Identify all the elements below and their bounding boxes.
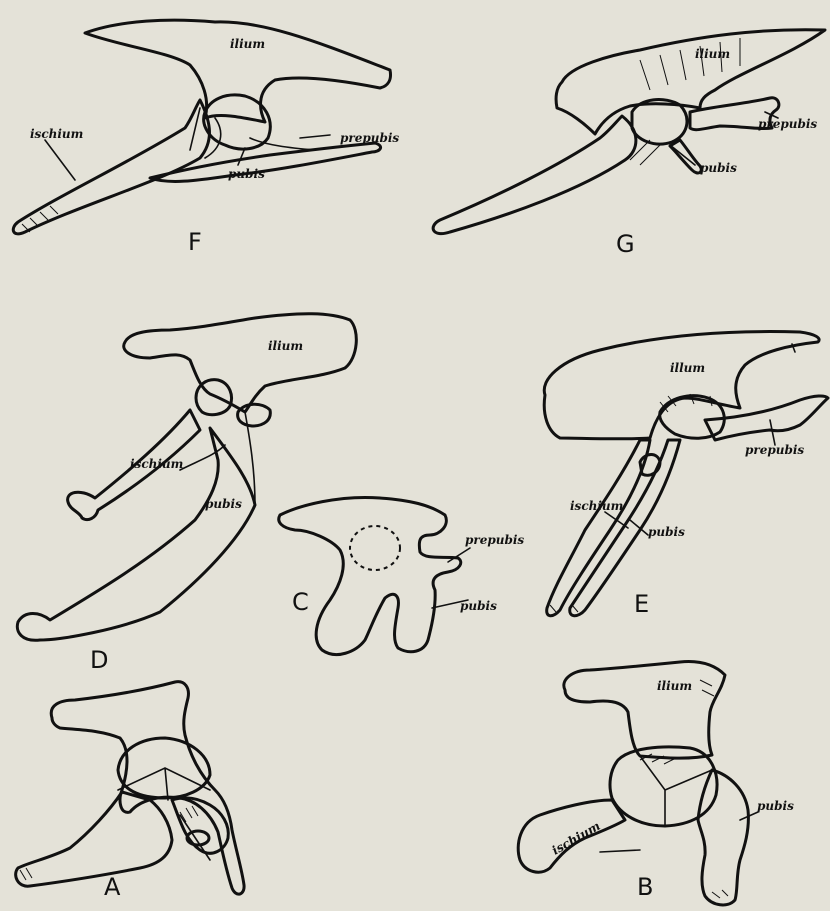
figure-g-pubis [670,140,701,173]
figure-e-label-ilium: illum [670,361,705,375]
figure-g-letter: G [616,230,635,258]
figure-e: illum prepubis ischium pubis E [544,332,828,618]
figure-e-acetabulum [660,396,725,439]
figure-f-label-ilium: ilium [230,37,265,51]
figure-f-ischium [13,100,209,234]
figure-c-outline [279,497,461,654]
figure-g-label-ilium: ilium [695,47,730,61]
figure-c: prepubis pubis C [279,497,525,654]
figure-c-label-prepubis: prepubis [465,533,524,547]
figure-f-pubis [150,143,381,181]
figure-e-label-pubis: pubis [648,525,685,539]
figure-d-letter: D [90,646,108,674]
figure-g: ilium prepubis pubis G [433,30,825,258]
figure-e-prepubis [705,396,828,440]
figure-e-ilium [544,332,819,439]
figure-a-letter: A [104,873,121,901]
figure-d: ilium ischium pubis D [17,314,356,674]
figure-f: ilium prepubis ischium pubis F [13,20,399,256]
figure-d-label-ischium: ischium [130,457,183,471]
figure-d-ilium [124,314,357,412]
figure-e-label-ischium: ischium [570,499,623,513]
figure-a-ischium [16,792,172,886]
figure-b-label-ilium: ilium [657,679,692,693]
figure-c-acetabulum [350,526,400,570]
figure-d-antitrochanter [238,404,271,426]
figure-b-label-ischium: ischium [550,819,603,858]
figure-b-letter: B [637,873,653,901]
figure-c-letter: C [292,588,309,616]
figure-f-ilium [85,20,391,122]
figure-f-label-prepubis: prepubis [340,131,399,145]
figure-b: ilium ischium pubis B [518,662,794,905]
figure-f-label-pubis: pubis [228,167,265,181]
figure-g-label-prepubis: prepubis [758,117,817,131]
figure-g-ischium [433,116,636,234]
figure-f-letter: F [188,228,202,256]
figure-b-label-pubis: pubis [757,799,794,813]
figure-d-label-pubis: pubis [205,497,242,511]
figure-e-letter: E [634,590,649,618]
figure-d-label-ilium: ilium [268,339,303,353]
figure-f-label-ischium: ischium [30,127,83,141]
figure-c-label-pubis: pubis [460,599,497,613]
figure-b-pubis [698,770,748,905]
figure-a: A [16,682,244,901]
figure-g-label-pubis: pubis [700,161,737,175]
figure-a-ilium [51,682,244,894]
figure-e-label-prepubis: prepubis [745,443,804,457]
figure-b-ilium [564,662,725,759]
